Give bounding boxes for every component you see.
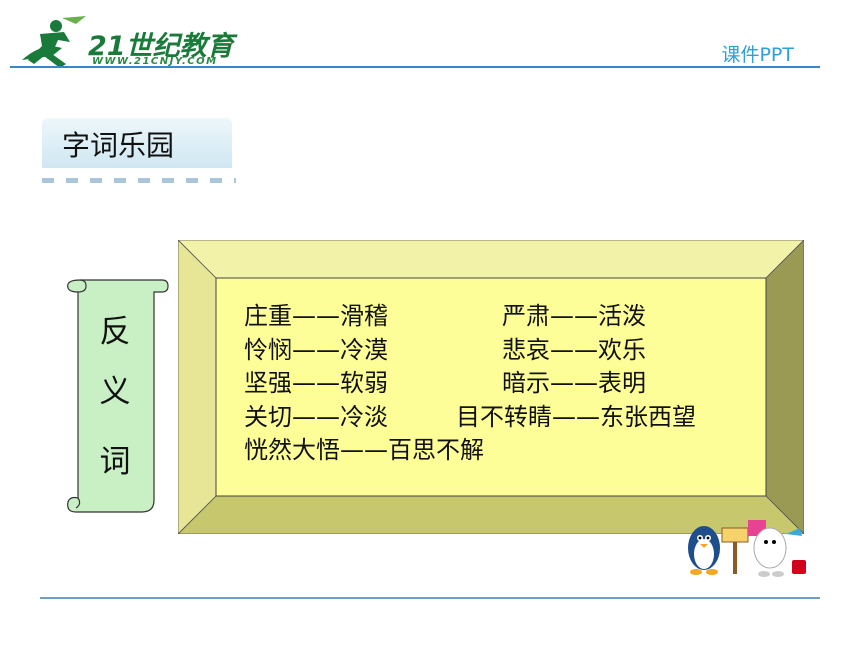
runner-icon <box>22 16 86 68</box>
scroll-char-1: 反 <box>99 314 131 350</box>
antonym-pair: 怜悯——冷漠 <box>244 335 388 364</box>
site-logo[interactable] <box>12 12 262 72</box>
penguin-clipart-icon <box>688 520 806 577</box>
courseware-tag: 课件PPT <box>721 44 794 66</box>
antonym-pair: 庄重——滑稽 <box>244 302 388 330</box>
antonym-pair: 关切——冷淡 <box>244 402 388 431</box>
antonym-pair: 坚强——软弱 <box>244 369 388 397</box>
antonym-pair: 恍然大悟——百思不解 <box>244 436 484 464</box>
section-tab: 字词乐园 <box>42 118 232 168</box>
section-title: 字词乐园 <box>62 129 175 162</box>
logo-url: WWW.21CNJY.COM <box>92 56 218 67</box>
antonym-pair: 目不转睛——东张西望 <box>456 402 696 431</box>
footer-divider <box>40 597 820 599</box>
header-divider <box>10 66 820 68</box>
scroll-char-2: 义 <box>99 374 131 410</box>
antonym-frame <box>178 240 804 534</box>
logo-text: 21世纪教育 <box>88 31 234 62</box>
antonym-pair: 悲哀——欢乐 <box>502 335 646 364</box>
antonym-pair: 暗示——表明 <box>502 369 646 397</box>
scroll-banner <box>67 279 169 513</box>
antonym-pair: 严肃——活泼 <box>502 302 646 330</box>
scroll-char-3: 词 <box>99 444 131 480</box>
dashed-divider <box>42 178 236 183</box>
